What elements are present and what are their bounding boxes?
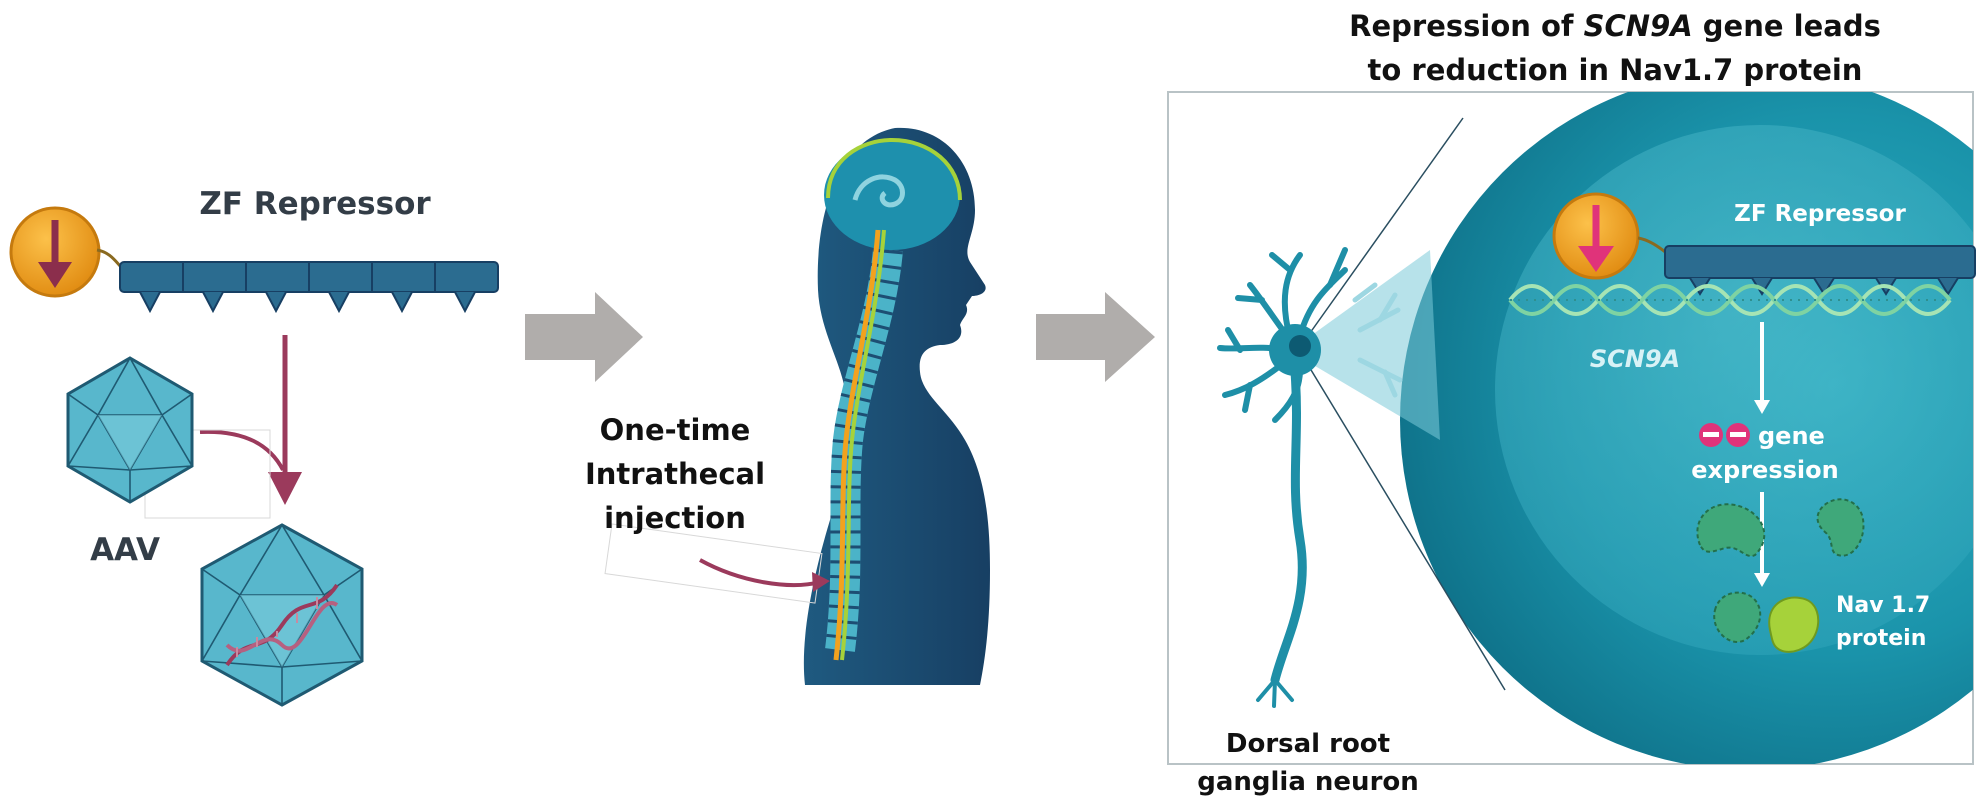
heading-post: gene leads — [1693, 9, 1881, 43]
injection-label-line3: injection — [604, 501, 746, 535]
repressor-down-arrow-icon — [11, 208, 99, 296]
panel-zf-repressor — [11, 208, 498, 705]
aav-capsid-icon — [68, 358, 192, 502]
human-silhouette-icon — [804, 128, 990, 685]
injection-label-line1: One-time — [600, 413, 751, 447]
protein-label-line1: Nav 1.7 — [1836, 593, 1930, 618]
protein-label-line2: protein — [1836, 626, 1926, 651]
heading-pre: Repression of — [1349, 9, 1584, 43]
aav-capsid-loaded-icon — [202, 525, 362, 705]
aav-label: AAV — [90, 532, 160, 568]
process-arrow-icon-2 — [1036, 292, 1155, 382]
gene-label: SCN9A — [1590, 345, 1680, 373]
neuron-nucleus — [1289, 335, 1311, 357]
heading-gene: SCN9A — [1584, 9, 1693, 43]
zinc-finger-chain — [120, 262, 498, 311]
neuron-label-line1: Dorsal root — [1226, 729, 1390, 759]
expression-label-line1: gene — [1758, 422, 1825, 450]
panel3-heading-line2: to reduction in Nav1.7 protein — [1368, 53, 1863, 87]
zoom-repressor-label: ZF Repressor — [1734, 201, 1906, 227]
panel3-heading-line1: Repression of SCN9A gene leads — [1349, 9, 1881, 43]
zf-repressor-title: ZF Repressor — [199, 186, 431, 222]
expression-label-line2: expression — [1691, 456, 1838, 484]
neuron-label-line2: ganglia neuron — [1197, 767, 1419, 797]
process-arrow-icon — [525, 292, 643, 382]
injection-label-line2: Intrathecal — [585, 457, 765, 491]
